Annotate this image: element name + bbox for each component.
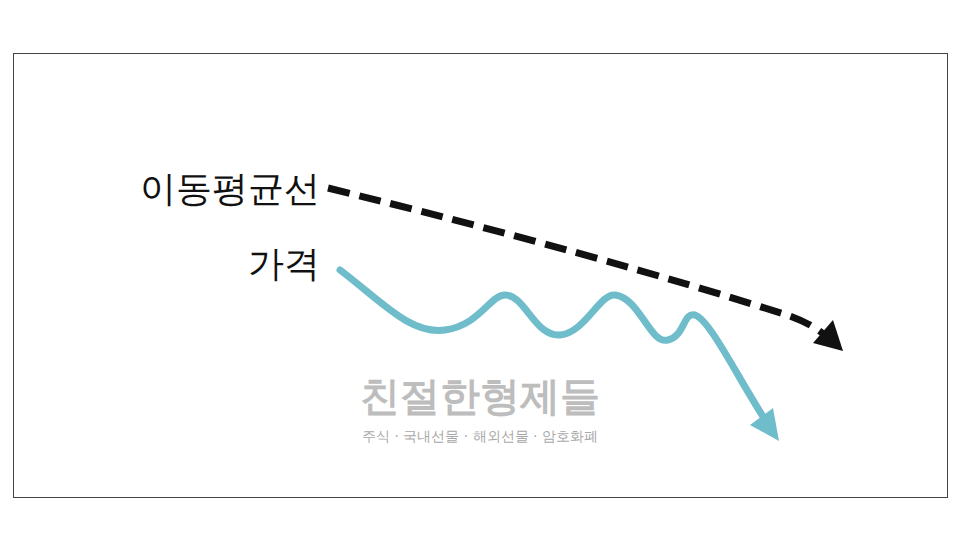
moving-average-arrowhead	[813, 320, 843, 351]
watermark: 주식 · 국내선물 · 해외선물 · 암호화폐	[362, 428, 598, 445]
frame-border	[14, 54, 948, 498]
moving-average-line	[328, 188, 826, 336]
series-label: 이동평균선	[140, 167, 320, 210]
series-label: 가격	[248, 242, 320, 285]
price-arrowhead	[750, 408, 779, 441]
watermark: 친절한형제들	[360, 372, 600, 420]
